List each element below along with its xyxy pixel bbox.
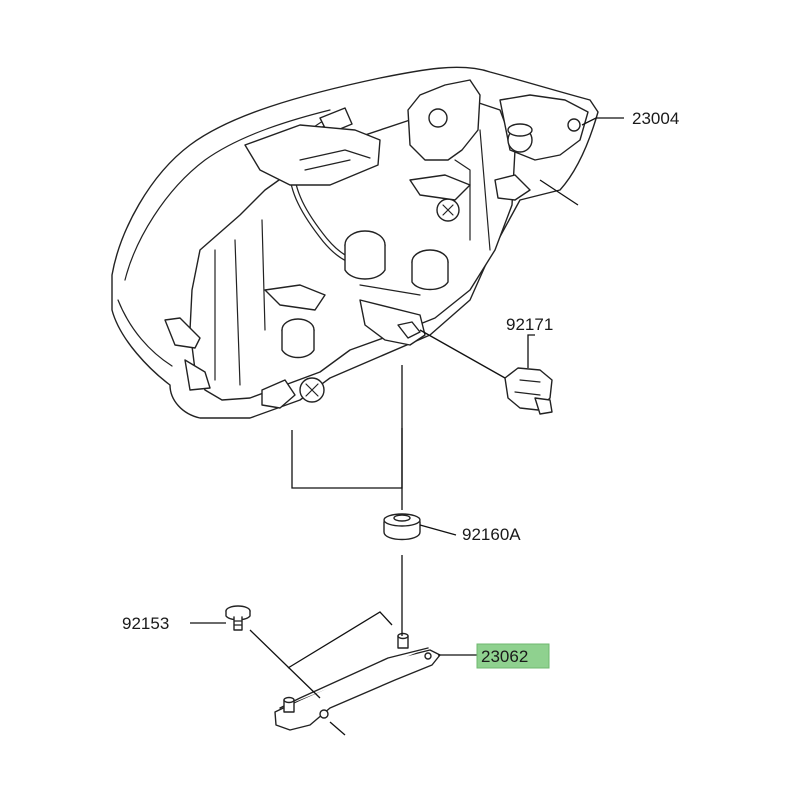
- highlight-box: [476, 643, 550, 669]
- grommet-part: [383, 513, 421, 541]
- svg-text:23004: 23004: [632, 109, 679, 128]
- headlight-assembly: [111, 66, 599, 419]
- leader-lines: [190, 117, 624, 736]
- part-label-23062: 23062: [476, 643, 550, 669]
- part-label-92171: 92171: [506, 315, 553, 334]
- screw-part: [225, 605, 251, 631]
- svg-text:92171: 92171: [506, 315, 553, 334]
- part-label-92160a: 92160A: [462, 525, 521, 544]
- part-label-23004: 23004: [632, 109, 679, 128]
- part-label-92153: 92153: [122, 614, 169, 633]
- bracket-part: [274, 632, 441, 731]
- svg-text:92153: 92153: [122, 614, 169, 633]
- svg-text:23062: 23062: [481, 647, 528, 666]
- svg-text:92160A: 92160A: [462, 525, 521, 544]
- bulb-socket-part: [504, 367, 553, 415]
